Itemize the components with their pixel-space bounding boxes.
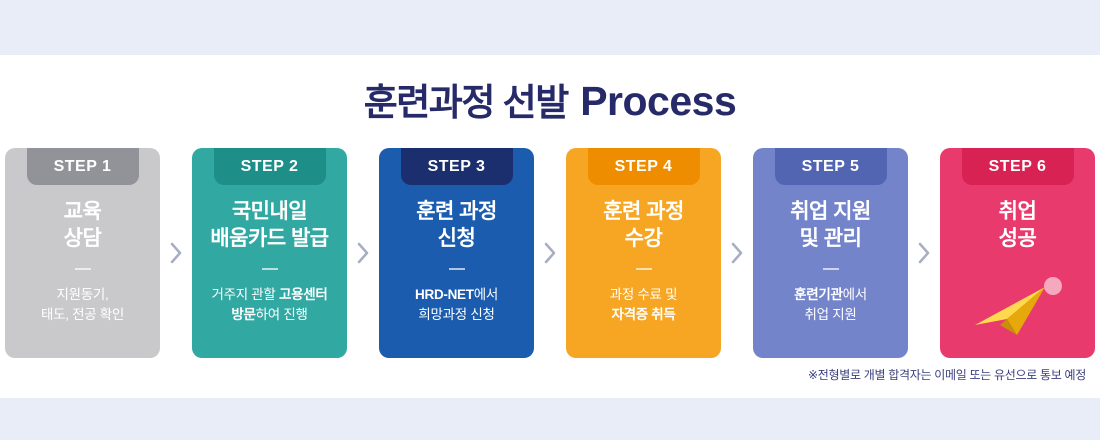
chevron-right-icon [534,148,566,358]
step-card-1: STEP 1 교육 상담 지원동기, 태도, 전공 확인 [5,148,160,358]
step-title: 훈련 과정 신청 [416,198,497,253]
step-description: 거주지 관할 고용센터 방문하여 진행 [211,286,328,322]
paper-airplane-icon [971,275,1065,346]
step-title-line: 취업 지원 [790,200,871,223]
step-card-3: STEP 3 훈련 과정 신청 HRD-NET에서 희망과정 신청 [379,148,534,358]
step-description: HRD-NET에서 희망과정 신청 [415,286,498,322]
step-description: 지원동기, 태도, 전공 확인 [40,286,125,322]
step-description: 훈련기관에서 취업 지원 [794,286,867,322]
step-title: 국민내일 배움카드 발급 [210,198,329,253]
step-card-2: STEP 2 국민내일 배움카드 발급 거주지 관할 고용센터 방문하여 진행 [192,148,347,358]
page-title-english: Process [580,78,737,124]
step-divider [74,267,91,270]
step-title-line: 신청 [437,227,476,251]
step-card-5: STEP 5 취업 지원 및 관리 훈련기관에서 취업 지원 [753,148,908,358]
step-title: 훈련 과정 수강 [603,198,684,253]
step-card-4: STEP 4 훈련 과정 수강 과정 수료 및 자격증 취득 [566,148,721,358]
step-title: 취업 성공 [999,198,1037,253]
step-divider [261,267,278,270]
step-title-line: 훈련 과정 [416,200,497,223]
step-title-line: 배움카드 발급 [210,227,329,251]
chevron-right-icon [721,148,753,358]
step-badge: STEP 2 [213,148,326,185]
step-title-line: 국민내일 [231,200,308,223]
step-title-line: 수강 [624,227,663,251]
step-title: 취업 지원 및 관리 [790,198,871,253]
step-title-line: 교육 [63,200,102,223]
step-title-line: 성공 [998,227,1037,251]
step-title: 교육 상담 [64,198,102,253]
step-badge: STEP 5 [774,148,887,185]
page-title: 훈련과정 선발 Process [0,72,1100,126]
step-badge: STEP 6 [961,148,1074,185]
footnote: ※전형별로 개별 합격자는 이메일 또는 유선으로 통보 예정 [807,368,1086,382]
step-title-line: 상담 [63,227,102,251]
step-title-line: 및 관리 [799,227,862,251]
step-title-line: 훈련 과정 [603,200,684,223]
step-divider [448,267,465,270]
step-badge: STEP 1 [26,148,139,185]
chevron-right-icon [908,148,940,358]
step-badge: STEP 3 [400,148,513,185]
step-card-6: STEP 6 취업 성공 [940,148,1095,358]
step-title-line: 취업 [998,200,1037,223]
page-title-korean: 훈련과정 선발 [363,82,570,123]
content-band [0,55,1100,398]
process-steps: STEP 1 교육 상담 지원동기, 태도, 전공 확인 STEP 2 국민내일… [0,148,1100,358]
chevron-right-icon [160,148,192,358]
chevron-right-icon [347,148,379,358]
step-badge: STEP 4 [587,148,700,185]
step-description: 과정 수료 및 자격증 취득 [609,286,678,322]
step-divider [822,267,839,270]
step-divider [635,267,652,270]
